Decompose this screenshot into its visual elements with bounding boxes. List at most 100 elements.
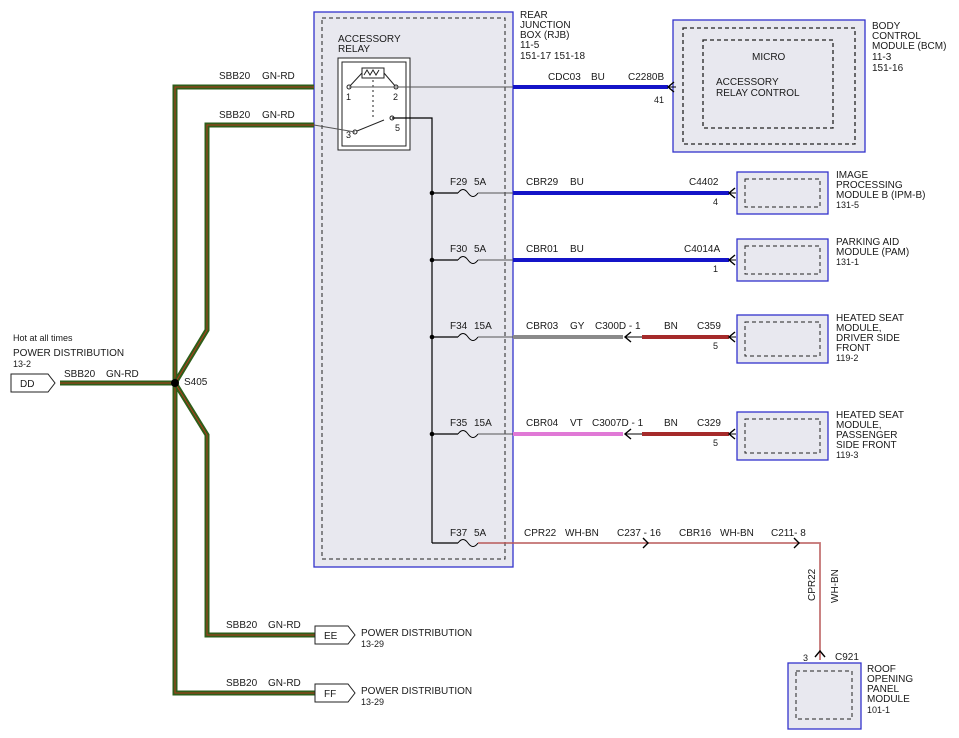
- bcm-wire-color: BU: [591, 72, 605, 83]
- wire-color: GY: [570, 321, 585, 332]
- pin-label: 4: [713, 197, 718, 207]
- relay-feed-1-color: GN-RD: [262, 71, 295, 82]
- module-ref: 131-1: [836, 257, 859, 267]
- module-box: [736, 411, 829, 461]
- bcm-func-1: ACCESSORY: [716, 77, 779, 88]
- relay-feed-1-wire: SBB20: [219, 71, 251, 82]
- wire-label: CBR03: [526, 321, 559, 332]
- bcm-label-1: BODY: [872, 21, 901, 32]
- connector-ff-label: FF: [324, 689, 336, 700]
- circuit-f29: [429, 171, 829, 215]
- module-box: [736, 238, 829, 282]
- roof-module-1: ROOF: [867, 664, 896, 675]
- connector-dd: [10, 373, 56, 393]
- out-ff-ref: 13-29: [361, 697, 384, 707]
- module-label: PARKING AID: [836, 237, 899, 248]
- power-trunk: [60, 84, 356, 696]
- inline-connector: C3007D - 1: [592, 418, 644, 429]
- roof-inline-2: C211- 8: [771, 528, 806, 539]
- module-box: [736, 171, 829, 215]
- module-label: IMAGE: [836, 170, 869, 181]
- fuse-label: F29: [450, 177, 468, 188]
- fuse-symbol: [457, 256, 479, 264]
- bcm-wire-label: CDC03: [548, 72, 581, 83]
- power-in-ref: 13-2: [13, 359, 31, 369]
- bcm-label-2: CONTROL: [872, 31, 921, 42]
- connector-ff: [314, 683, 356, 703]
- relay-feed-2-wire: SBB20: [219, 110, 251, 121]
- module-ref: 119-2: [836, 353, 858, 363]
- wire-label: CBR04: [526, 418, 559, 429]
- relay-pin-3: 3: [346, 130, 351, 140]
- roof-wire-2: CBR16: [679, 528, 712, 539]
- module-box: [736, 314, 829, 364]
- rjb-ref-1: 11-5: [520, 40, 540, 51]
- roof-color: WH-BN: [565, 528, 599, 539]
- out-ee-wire: SBB20: [226, 620, 258, 631]
- accessory-relay: 1 2 3 5: [337, 57, 411, 151]
- connector-label: C359: [697, 321, 721, 332]
- wire-color: BU: [570, 177, 584, 188]
- wire-color: VT: [570, 418, 583, 429]
- circuit-f30: [429, 238, 829, 282]
- module-label: FRONT: [836, 343, 870, 354]
- connector-label: C4402: [689, 177, 719, 188]
- bcm-connector: C2280B: [628, 72, 664, 83]
- wire-color-2: BN: [664, 418, 678, 429]
- fuse-label: F30: [450, 244, 468, 255]
- connector-label: C4014A: [684, 244, 720, 255]
- wire-label: CBR01: [526, 244, 559, 255]
- roof-wire: CPR22: [524, 528, 557, 539]
- inline-connector: C300D - 1: [595, 321, 641, 332]
- out-ff-wire: SBB20: [226, 678, 258, 689]
- module-label: MODULE B (IPM-B): [836, 190, 925, 201]
- roof-module-4: MODULE: [867, 694, 910, 705]
- rjb-label-3: BOX (RJB): [520, 30, 569, 41]
- relay-pin-1: 1: [346, 92, 351, 102]
- connector-dd-label: DD: [20, 379, 34, 390]
- relay-feed-2-color: GN-RD: [262, 110, 295, 121]
- roof-module-ref: 101-1: [867, 705, 890, 715]
- roof-inline-1: C237 - 16: [617, 528, 661, 539]
- module-label: PROCESSING: [836, 180, 903, 191]
- module-label: MODULE (PAM): [836, 247, 909, 258]
- module-label: HEATED SEAT: [836, 410, 904, 421]
- module-label: DRIVER SIDE: [836, 333, 900, 344]
- relay-label-2: RELAY: [338, 44, 370, 55]
- fuse-amps: 5A: [474, 177, 487, 188]
- fuse-amps: 15A: [474, 418, 492, 429]
- module-label: HEATED SEAT: [836, 313, 904, 324]
- splice-s405: [171, 379, 179, 387]
- bcm-pin: 41: [654, 95, 664, 105]
- module-label: SIDE FRONT: [836, 440, 897, 451]
- fuse-amps: 5A: [474, 244, 487, 255]
- wire-color-2: BN: [664, 321, 678, 332]
- pin-label: 1: [713, 264, 718, 274]
- relay-pin-2: 2: [393, 92, 398, 102]
- connector-ee-label: EE: [324, 631, 338, 642]
- pin-label: 5: [713, 438, 718, 448]
- roof-amps: 5A: [474, 528, 487, 539]
- module-label: PASSENGER: [836, 430, 898, 441]
- wire-color: BU: [570, 244, 584, 255]
- pin-label: 5: [713, 341, 718, 351]
- power-in-wire: SBB20: [64, 369, 96, 380]
- module-label: MODULE,: [836, 323, 882, 334]
- wire-label: CBR29: [526, 177, 559, 188]
- hot-label: Hot at all times: [13, 333, 73, 343]
- roof-connector: C921: [835, 652, 859, 663]
- fuse-symbol: [457, 333, 479, 341]
- fuse-amps: 15A: [474, 321, 492, 332]
- power-in-color: GN-RD: [106, 369, 139, 380]
- connector-ee: [314, 625, 356, 645]
- relay-label-1: ACCESSORY: [338, 34, 401, 45]
- fuse-label: F35: [450, 418, 468, 429]
- circuit-f35: [429, 411, 829, 461]
- out-ff-title: POWER DISTRIBUTION: [361, 686, 472, 697]
- circuit-f34: [429, 314, 829, 364]
- roof-module-3: PANEL: [867, 684, 899, 695]
- fuse-label: F34: [450, 321, 468, 332]
- out-ff-color: GN-RD: [268, 678, 301, 689]
- rjb-label-1: REAR: [520, 10, 548, 21]
- roof-pin: 3: [803, 653, 808, 663]
